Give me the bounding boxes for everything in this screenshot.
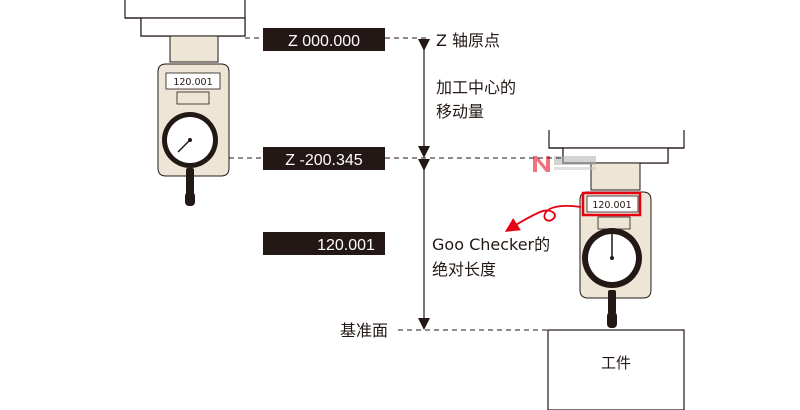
right-device-display-frame xyxy=(586,195,639,213)
left-tool-assembly: 120.001 xyxy=(124,0,246,206)
left-device-display-frame xyxy=(165,72,221,90)
left-device-neck xyxy=(176,91,210,105)
left-dial-needle xyxy=(177,139,191,153)
tool-length-readout-box xyxy=(263,232,385,255)
move-amount-label-line2: 移动量 xyxy=(436,102,484,121)
z-axis-origin-label: Z 轴原点 xyxy=(436,31,500,50)
right-holder-shank xyxy=(590,162,641,191)
goo-checker-label-line1: Goo Checker的 xyxy=(432,235,550,254)
left-probe-stem xyxy=(186,168,194,194)
goo-checker-label-line2: 绝对长度 xyxy=(432,260,496,279)
reference-plane-label: 基准面 xyxy=(340,321,388,340)
right-device-neck xyxy=(597,216,631,230)
left-probe-tip xyxy=(185,192,195,206)
move-amount-label-line1: 加工中心的 xyxy=(436,78,516,97)
left-device-display: 120.001 xyxy=(173,77,212,88)
tool-length-readout: 120.001 xyxy=(317,237,375,254)
left-holder-shank xyxy=(169,35,219,63)
right-display-highlight xyxy=(581,191,642,217)
right-tool-assembly: 120.001 xyxy=(548,130,685,328)
z-moved-readout: Z -200.345 xyxy=(285,152,362,169)
right-probe-stem xyxy=(608,290,616,314)
z-origin-readout-box xyxy=(263,28,385,51)
workpiece-block xyxy=(547,329,685,410)
logo-watermark xyxy=(533,156,596,172)
workpiece-label: 工件 xyxy=(601,354,631,372)
z-moved-readout-box xyxy=(263,147,385,170)
right-device-display: 120.001 xyxy=(592,200,631,211)
z-origin-readout: Z 000.000 xyxy=(288,33,360,50)
red-curved-arrow xyxy=(504,204,582,232)
right-probe-tip xyxy=(607,312,617,328)
left-spindle-nose xyxy=(140,17,246,37)
